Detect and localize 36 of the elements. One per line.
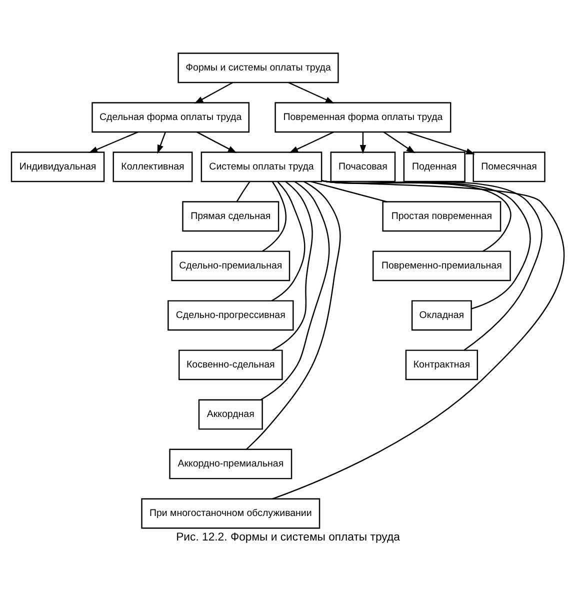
node-box: Сдельная форма оплаты труда	[92, 102, 250, 133]
node-box: Контрактная	[405, 350, 478, 380]
node-box: Почасовая	[330, 152, 396, 182]
node-box: Коллективная	[112, 152, 193, 182]
node-box: При многостаночном обслуживании	[141, 498, 320, 529]
connector	[236, 181, 250, 202]
connector	[310, 180, 388, 202]
arrow	[406, 131, 476, 154]
node-box: Сдельно-премиальная	[171, 250, 290, 282]
caption: Рис. 12.2. Формы и системы оплаты труда	[176, 531, 400, 544]
node-box: Поденная	[403, 152, 466, 182]
node-box: Сдельно-прогрессивная	[168, 300, 294, 331]
node-box: Системы оплаты труда	[200, 152, 322, 182]
connector	[246, 181, 341, 450]
node-box: Повременная форма оплаты труда	[274, 102, 452, 133]
node-box: Аккордно-премиальная	[169, 448, 292, 480]
arrow	[383, 132, 416, 154]
node-box: Простая повременная	[382, 201, 502, 232]
node-box: Окладная	[411, 300, 472, 331]
arrow	[289, 131, 334, 154]
node-box: Аккордная	[198, 399, 263, 430]
arrow	[288, 82, 334, 104]
arrow	[194, 82, 234, 104]
arrow	[157, 132, 166, 154]
node-box: Прямая сдельная	[182, 201, 280, 232]
arrow	[196, 132, 237, 154]
connector	[260, 181, 330, 400]
node-box: Повременно-премиальная	[372, 250, 511, 282]
node-box: Формы и системы оплаты труда	[178, 52, 339, 84]
arrow	[360, 132, 366, 154]
connector	[272, 180, 564, 500]
arrow	[88, 131, 138, 153]
node-box: Помесячная	[472, 152, 546, 182]
node-box: Косвенно-сдельная	[178, 350, 283, 380]
node-box: Индивидуальная	[10, 152, 105, 182]
connector	[272, 181, 313, 351]
